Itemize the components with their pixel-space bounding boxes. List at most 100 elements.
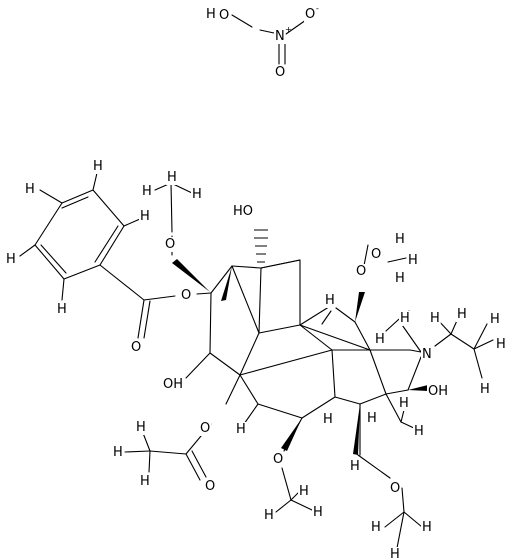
ethyl-h5: H: [480, 382, 490, 397]
atom-label-backdrop: [218, 8, 231, 23]
c1-hydroxyl: OH: [163, 377, 183, 392]
acetate-o: O: [200, 421, 210, 436]
atom-label-backdrop: [389, 481, 402, 496]
aryl-h-1: H: [93, 159, 103, 174]
c6-methoxy-h1: H: [264, 508, 274, 523]
atom-label-backdrop: [199, 421, 212, 436]
atom-label-backdrop: [56, 302, 68, 317]
atom-label-backdrop: [429, 311, 441, 326]
atom-label-backdrop: [191, 187, 203, 202]
nitric-o-double-label: O: [275, 65, 285, 80]
aryl-h-2: H: [25, 182, 35, 197]
c3-hydroxyl: OH: [428, 384, 448, 399]
c3-h2: H: [399, 396, 409, 411]
nitric-n-charge: +: [285, 25, 292, 34]
atom-label-backdrop: [130, 340, 143, 355]
atom-label-backdrop: [389, 547, 401, 560]
c7-h: H: [236, 422, 246, 437]
atom-label-backdrop: [139, 209, 151, 224]
ester-o: O: [181, 288, 191, 303]
c16-methoxy-o: O: [371, 247, 381, 262]
ethyl-h4: H: [496, 337, 506, 352]
c14-methoxy-h2: H: [192, 187, 202, 202]
atom-label-backdrop: [232, 204, 255, 219]
atom-label-backdrop: [272, 452, 285, 467]
atom-label-backdrop: [92, 159, 104, 174]
nitric-h-label: H: [206, 7, 216, 22]
atom-label-backdrop: [135, 420, 147, 435]
atom-label-backdrop: [235, 422, 247, 437]
c14-methoxy-h1: H: [142, 184, 152, 199]
atom-label-backdrop: [180, 288, 193, 303]
atom-label-backdrop: [112, 445, 124, 460]
nitric-o-minus-label: O: [305, 7, 315, 22]
atom-label-backdrop: [274, 29, 286, 44]
aryl-h-3: H: [6, 252, 16, 267]
c6-methoxy-o: O: [273, 452, 283, 467]
aryl-h-4: H: [57, 302, 67, 317]
atom-label-backdrop: [162, 377, 185, 392]
ethyl-h3: H: [490, 312, 500, 327]
atom-label-backdrop: [399, 311, 411, 326]
c17-h1: H: [400, 311, 410, 326]
c6-methoxy-h3: H: [299, 484, 309, 499]
atom-label-backdrop: [164, 237, 177, 252]
acetate-h3: H: [136, 420, 146, 435]
amine-n: N: [422, 347, 432, 362]
atom-label-backdrop: [274, 65, 287, 80]
atom-label-backdrop: [394, 271, 406, 286]
atom-label-backdrop: [312, 505, 324, 520]
nitric-o-charge: -: [316, 4, 319, 13]
atom-label-backdrop: [374, 332, 386, 347]
c13-hash: [254, 229, 268, 263]
atom-label-backdrop: [421, 520, 433, 535]
acetate-h1: H: [113, 445, 123, 460]
c18-h4: H: [350, 459, 360, 474]
atom-labels: H O N + O - O H H H H H O O O H H H HO O…: [5, 4, 507, 560]
acetate-h2: H: [140, 474, 150, 489]
ethyl-h1: H: [430, 311, 440, 326]
c5-h: H: [323, 412, 333, 427]
atom-label-backdrop: [204, 479, 217, 494]
c16-methoxy-h3: H: [395, 271, 405, 286]
benzoyl-carbonyl-o: O: [131, 340, 141, 355]
c18-h2: H: [422, 520, 432, 535]
atom-label-backdrop: [456, 307, 468, 322]
atom-label-backdrop: [298, 484, 310, 499]
c15-h: H: [325, 293, 335, 308]
c18-o: O: [390, 481, 400, 496]
atom-label-backdrop: [205, 7, 217, 22]
atom-label-backdrop: [366, 411, 378, 426]
atom-label-backdrop: [139, 474, 151, 489]
benzoyl-group: [19, 172, 176, 339]
atom-label-backdrop: [324, 293, 336, 308]
c17-h2: H: [375, 332, 385, 347]
atom-label-backdrop: [304, 7, 317, 22]
aryl-h-5: H: [140, 209, 150, 224]
c14-methoxy-o: O: [165, 237, 175, 252]
ethyl-h2: H: [457, 307, 467, 322]
atom-label-backdrop: [355, 264, 368, 279]
atom-label-backdrop: [421, 347, 433, 362]
c13-hydroxyl: HO: [233, 204, 253, 219]
nitric-oh-o-label: O: [219, 8, 229, 23]
atom-label-backdrop: [495, 337, 507, 352]
nitric-acid: [231, 14, 307, 65]
c16-methoxy-h1: H: [408, 253, 418, 268]
acetate-carbonyl-o: O: [205, 479, 215, 494]
c4-h: H: [367, 411, 377, 426]
nitric-n-label: N: [275, 29, 285, 44]
atom-label-backdrop: [370, 247, 383, 262]
atom-label-backdrop: [479, 382, 491, 397]
atom-label-backdrop: [489, 312, 501, 327]
atom-label-backdrop: [398, 396, 410, 411]
c18-h3: H: [390, 547, 400, 560]
c14-methoxy-h3: H: [167, 170, 177, 185]
atom-label-backdrop: [407, 253, 419, 268]
atom-label-backdrop: [413, 424, 425, 439]
atom-label-backdrop: [166, 170, 178, 185]
c16-methoxy-h2: H: [395, 232, 405, 247]
c3-h1: H: [414, 424, 424, 439]
